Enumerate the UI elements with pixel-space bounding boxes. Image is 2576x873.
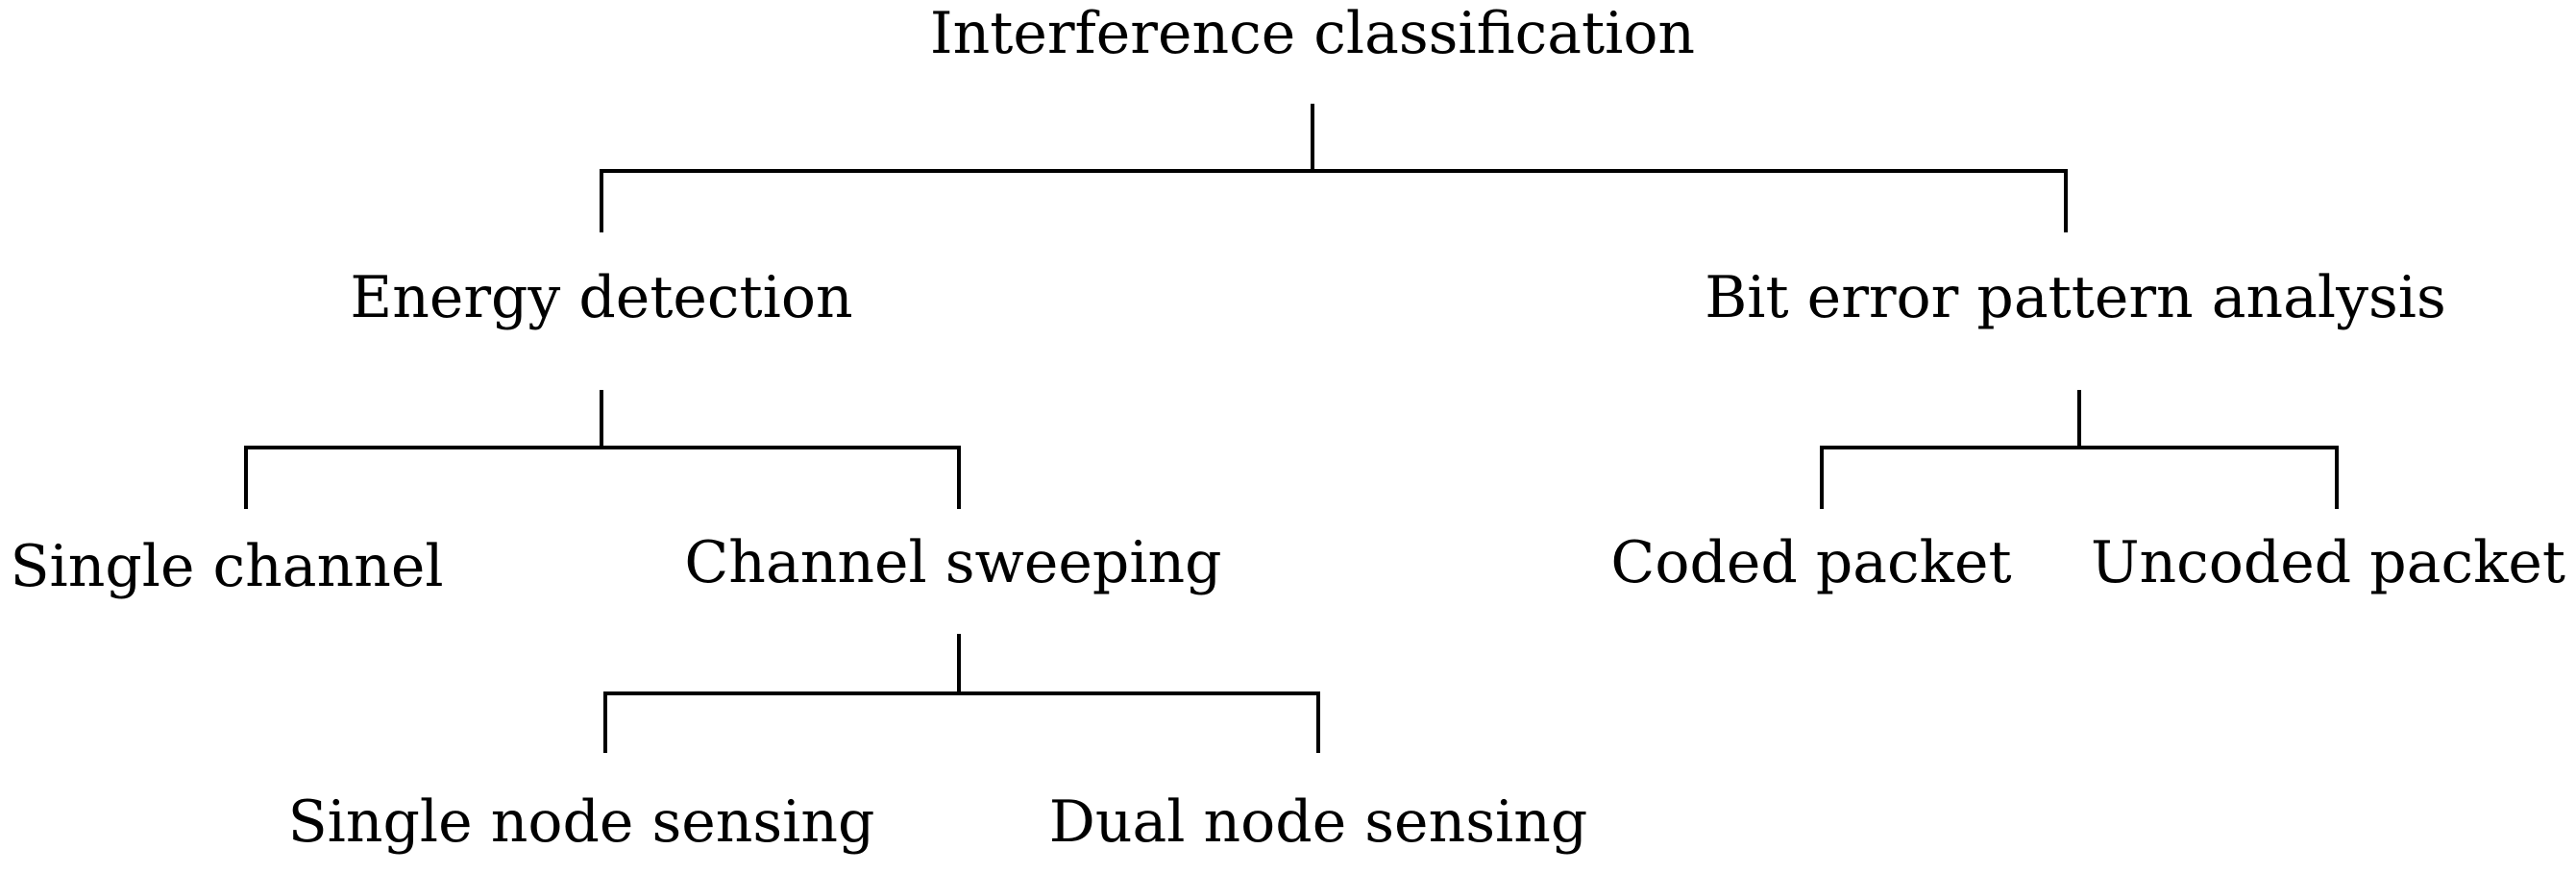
connector-channel-sweeping (603, 634, 1320, 753)
node-dual-node-sensing: Dual node sensing (1049, 788, 1588, 856)
node-single-channel: Single channel (10, 533, 443, 600)
node-coded-packet: Coded packet (1610, 529, 2011, 596)
node-single-node-sensing: Single node sensing (288, 788, 875, 856)
node-channel-sweeping: Channel sweeping (684, 529, 1221, 596)
node-interference-classification: Interference classification (930, 0, 1695, 67)
connector-bit-error-pattern-analysis (1820, 390, 2339, 509)
node-uncoded-packet: Uncoded packet (2091, 529, 2565, 596)
node-energy-detection: Energy detection (350, 264, 852, 331)
connector-root (600, 104, 2068, 232)
node-bit-error-pattern-analysis: Bit error pattern analysis (1705, 264, 2446, 331)
connector-energy-detection (244, 390, 961, 509)
